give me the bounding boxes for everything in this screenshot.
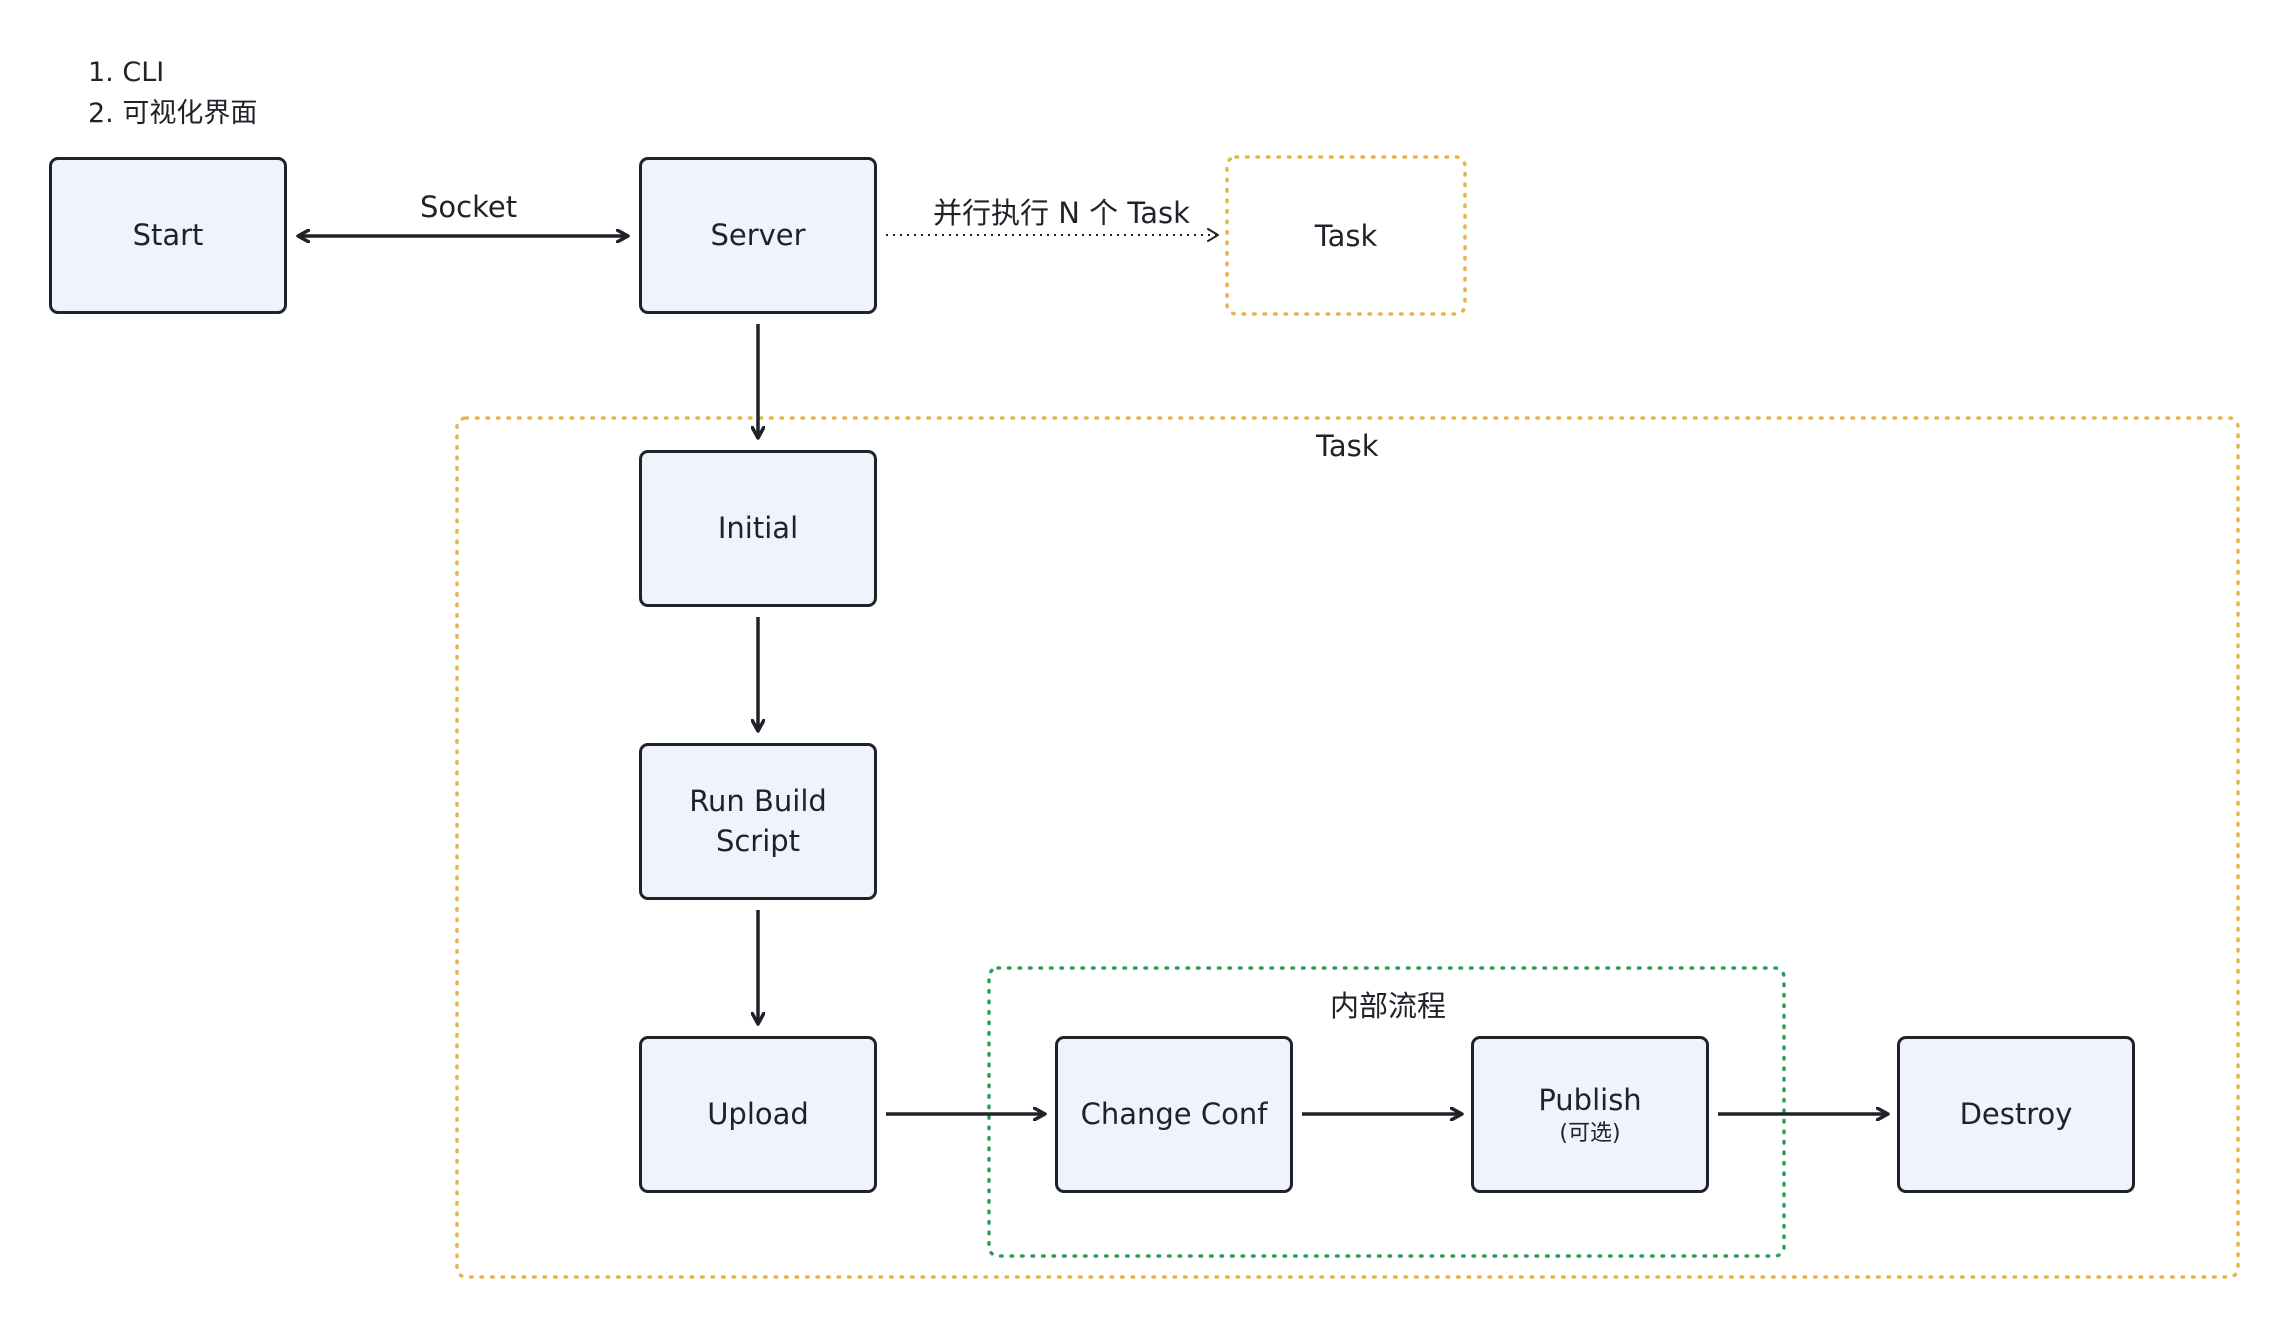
run-build-label-line1: Run Build — [689, 784, 827, 819]
upload-node: Upload — [639, 1036, 877, 1193]
run-build-label-line2: Script — [715, 823, 801, 858]
destroy-node-label: Destroy — [1959, 1096, 2073, 1131]
start-node: Start — [49, 157, 287, 314]
initial-node-label: Initial — [717, 510, 799, 545]
start-node-label: Start — [132, 217, 204, 252]
internal-group-frame — [987, 966, 1786, 1258]
parallel-task-label: Task — [1314, 218, 1378, 253]
server-node: Server — [639, 157, 877, 314]
publish-optional-label: (可选) — [1559, 1120, 1621, 1146]
server-node-label: Server — [710, 217, 806, 252]
publish-node: Publish (可选) — [1471, 1036, 1709, 1193]
note-item: 2. 可视化界面 — [88, 98, 258, 129]
parallel-task-frame — [1225, 155, 1467, 316]
parallel-task-node: Task — [1227, 157, 1465, 314]
change-conf-node: Change Conf — [1055, 1036, 1293, 1193]
initial-node: Initial — [639, 450, 877, 607]
upload-node-label: Upload — [707, 1096, 809, 1131]
change-conf-node-label: Change Conf — [1080, 1096, 1268, 1131]
destroy-node: Destroy — [1897, 1036, 2135, 1193]
parallel-label: 并行执行 N 个 Task — [933, 196, 1190, 230]
task-group-label: Task — [1316, 429, 1379, 463]
socket-label: Socket — [420, 190, 518, 224]
note-item: 1. CLI — [88, 57, 165, 88]
publish-node-label: Publish — [1538, 1082, 1642, 1117]
notes-list: 1. CLI 2. 可视化界面 — [88, 52, 257, 134]
run-build-script-node: Run Build Script — [639, 743, 877, 900]
task-group-frame — [455, 416, 2240, 1279]
internal-group-label: 内部流程 — [1330, 989, 1447, 1023]
